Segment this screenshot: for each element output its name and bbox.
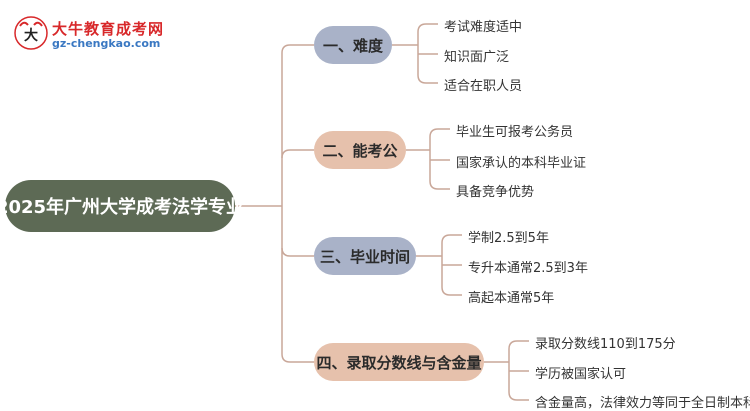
branch-connector-3 bbox=[281, 247, 314, 257]
leaf-connector bbox=[508, 391, 529, 401]
leaf-item: 学历被国家认可 bbox=[535, 367, 627, 382]
branch-2: 二、能考公 bbox=[314, 131, 406, 169]
leaf-item: 学制2.5到5年 bbox=[468, 231, 549, 246]
branch-connector-4 bbox=[281, 353, 314, 363]
bull-logo-icon: 大 bbox=[14, 16, 48, 50]
leaf-item: 国家承认的本科毕业证 bbox=[456, 156, 587, 171]
root-topic: 2025年广州大学成考法学专业 bbox=[0, 180, 244, 232]
logo: 大 大牛教育成考网 gz-chengkao.com bbox=[14, 16, 164, 56]
logo-url: gz-chengkao.com bbox=[52, 37, 161, 50]
leaf-item: 专升本通常2.5到3年 bbox=[468, 261, 588, 276]
leaf-connector bbox=[441, 286, 462, 296]
leaf-connector bbox=[429, 180, 450, 190]
branch-4: 四、录取分数线与含金量 bbox=[314, 343, 484, 381]
branch-connector-1 bbox=[281, 44, 314, 54]
branch-connector-2 bbox=[281, 149, 314, 159]
branch-3: 三、毕业时间 bbox=[314, 237, 416, 275]
leaf-item: 毕业生可报考公务员 bbox=[456, 125, 574, 140]
leaf-item: 考试难度适中 bbox=[444, 20, 523, 35]
leaf-item: 录取分数线110到175分 bbox=[535, 337, 676, 352]
leaf-connector bbox=[429, 128, 450, 138]
leaf-connector bbox=[417, 23, 438, 33]
leaf-item: 含金量高，法律效力等同于全日制本科 bbox=[535, 396, 750, 411]
leaf-connector bbox=[441, 234, 462, 244]
logo-title: 大牛教育成考网 bbox=[52, 20, 165, 38]
leaf-item: 适合在职人员 bbox=[444, 79, 523, 94]
svg-text:大: 大 bbox=[24, 27, 38, 44]
leaf-connector bbox=[508, 340, 529, 350]
branch-1: 一、难度 bbox=[314, 26, 392, 64]
leaf-item: 具备竞争优势 bbox=[456, 185, 535, 200]
leaf-item: 知识面广泛 bbox=[444, 50, 510, 65]
leaf-connector bbox=[417, 74, 438, 84]
leaf-item: 高起本通常5年 bbox=[468, 291, 555, 306]
